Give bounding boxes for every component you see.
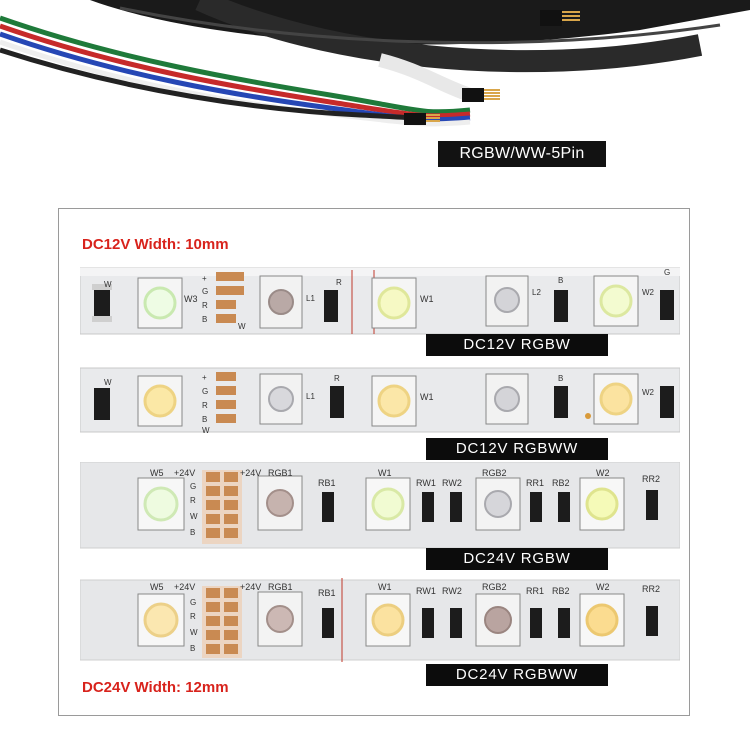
pad-b: B <box>190 528 196 537</box>
label-rw1: RW1 <box>416 478 436 488</box>
label-w5: W5 <box>150 468 164 478</box>
pad-g: G <box>190 482 197 491</box>
cable-photo <box>0 0 750 200</box>
label-r: R <box>336 278 342 287</box>
strip-board <box>80 578 680 662</box>
label-rgb1: RGB1 <box>268 468 293 478</box>
pad-plus: + <box>202 373 207 382</box>
label-w1: W1 <box>420 392 434 402</box>
strip-board <box>80 462 680 549</box>
label-g: G <box>664 268 671 277</box>
pad-g: G <box>202 387 209 396</box>
strip-dc24v-rgbw: W5 +24V G R W B +24V RGB1 RB1 W1 RW1 RW2… <box>80 462 680 572</box>
strip-board <box>80 267 680 335</box>
label-rb2: RB2 <box>552 478 570 488</box>
spec-top: DC12V Width: 10mm <box>82 236 229 253</box>
cable-illustration <box>0 0 750 200</box>
label-w3: W3 <box>184 294 198 304</box>
strip-label: DC12V RGBWW <box>426 438 608 460</box>
pad-r: R <box>190 612 196 621</box>
strip-dc12v-rgbw: W W3 + G R B W L1 R W1 L2 B W2 G DC12V R… <box>80 264 680 356</box>
pad-g: G <box>190 598 197 607</box>
label-w5: W5 <box>150 582 164 592</box>
label-w1: W1 <box>420 294 434 304</box>
pad-g: G <box>202 287 209 296</box>
label-rw2: RW2 <box>442 586 462 596</box>
pad-plus24v-right: +24V <box>240 468 262 478</box>
label-rr2: RR2 <box>642 474 661 484</box>
pad-b: B <box>202 315 208 324</box>
pin-label: RGBW/WW-5Pin <box>438 141 606 167</box>
strip-label: DC24V RGBWW <box>426 664 608 686</box>
label-rb1: RB1 <box>318 478 336 488</box>
label-w: W <box>104 280 112 289</box>
label-l2: L2 <box>532 288 541 297</box>
label-w2: W2 <box>596 468 610 478</box>
label-w2: W2 <box>642 388 654 397</box>
label-w2: W2 <box>642 288 654 297</box>
pad-w: W <box>190 628 198 637</box>
strip-label: DC12V RGBW <box>426 334 608 356</box>
label-b: B <box>558 276 564 285</box>
label-rgb2: RGB2 <box>482 582 507 592</box>
strip-dc12v-rgbww: W + G R B W L1 R W1 B W2 DC12V RGBWW <box>80 366 680 460</box>
label-rgb1: RGB1 <box>268 582 293 592</box>
pad-r: R <box>202 301 208 310</box>
label-rb1: RB1 <box>318 588 336 598</box>
label-w2: W2 <box>596 582 610 592</box>
pad-plus: + <box>202 274 207 283</box>
label-l1: L1 <box>306 392 315 401</box>
pad-w: W <box>190 512 198 521</box>
label-w: W <box>104 378 112 387</box>
label-rr1: RR1 <box>526 586 545 596</box>
label-rw1: RW1 <box>416 586 436 596</box>
pad-r: R <box>202 401 208 410</box>
label-l1: L1 <box>306 294 315 303</box>
label-w1: W1 <box>378 468 392 478</box>
label-rw2: RW2 <box>442 478 462 488</box>
strip-label: DC24V RGBW <box>426 548 608 570</box>
pad-plus24v-left: +24V <box>174 468 196 478</box>
spec-bottom: DC24V Width: 12mm <box>82 679 229 696</box>
pad-b: B <box>202 415 208 424</box>
pad-w: W <box>238 322 246 331</box>
strip-board <box>80 367 680 433</box>
pad-w: W <box>202 426 210 435</box>
pad-b: B <box>190 644 196 653</box>
label-rr1: RR1 <box>526 478 545 488</box>
label-rr2: RR2 <box>642 584 661 594</box>
label-w1: W1 <box>378 582 392 592</box>
label-rb2: RB2 <box>552 586 570 596</box>
pad-plus24v-left: +24V <box>174 582 196 592</box>
pad-plus24v-right: +24V <box>240 582 262 592</box>
strip-dc24v-rgbww: W5 +24V G R W B +24V RGB1 RB1 W1 RW1 RW2… <box>80 576 680 686</box>
label-r: R <box>334 374 340 383</box>
label-rgb2: RGB2 <box>482 468 507 478</box>
pad-r: R <box>190 496 196 505</box>
label-b: B <box>558 374 564 383</box>
